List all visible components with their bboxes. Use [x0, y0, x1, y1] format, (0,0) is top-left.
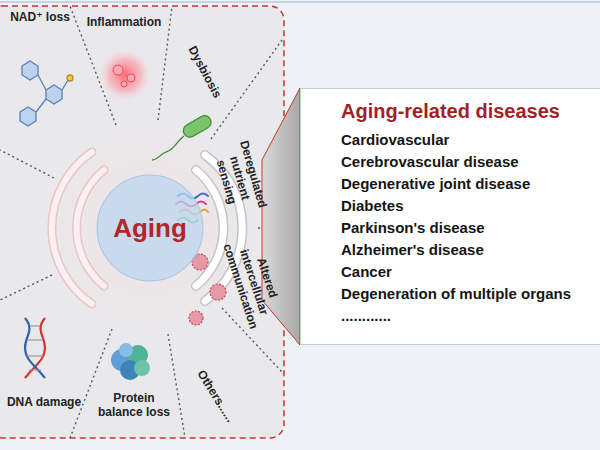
disease-list-box: Aging-related diseasesCardiovascularCere…: [300, 88, 600, 345]
hallmark-panel: [0, 6, 284, 438]
bond: [38, 75, 46, 90]
ring: [20, 107, 36, 126]
divider-line: [0, 150, 54, 178]
base-pair: [27, 339, 43, 340]
base-pair: [29, 369, 41, 370]
protein-lobe: [119, 343, 133, 357]
ring: [22, 61, 38, 80]
dna-helix: [25, 318, 45, 378]
list-heading: Aging-related diseases: [341, 97, 600, 125]
divider-line: [168, 334, 185, 438]
circle-shape: [97, 175, 203, 281]
list-item: Parkinson's disease: [341, 217, 600, 239]
er-arc: [52, 152, 92, 304]
divider-line: [0, 275, 52, 300]
dna-strand: [25, 318, 45, 378]
hallmark-label: Protein balance loss: [93, 391, 175, 419]
center-title: Aging: [113, 213, 187, 244]
sector-dividers: [0, 6, 284, 438]
bacterium-icon: [152, 113, 213, 160]
organelle-arcs: [52, 152, 243, 304]
hallmark-label: NAD⁺ loss: [10, 10, 70, 24]
cell-dot: [121, 81, 127, 87]
cell-dot: [113, 65, 123, 75]
molecule-icon: [20, 61, 73, 126]
bond: [62, 80, 68, 90]
divider-line: [70, 329, 112, 438]
inflammation-cells: [113, 65, 135, 87]
list-item: Cerebrovascular disease: [341, 151, 600, 173]
list-item: ............: [341, 305, 600, 327]
bacterium-body: [181, 113, 213, 139]
list-item: Cancer: [341, 261, 600, 283]
bond: [36, 99, 46, 112]
list-item: Cardiovascular: [341, 129, 600, 151]
protein-icon: [111, 343, 150, 380]
inflammation-blob: [99, 49, 151, 101]
er-arc: [52, 152, 92, 304]
cell-dot: [127, 74, 135, 82]
ring: [46, 85, 62, 104]
vesicle: [210, 284, 226, 300]
aging-circle: Aging: [96, 174, 204, 282]
frame-line: [0, 1, 600, 3]
protein-lobe: [134, 360, 150, 376]
list-item: Degeneration of multiple organs: [341, 283, 600, 305]
base-pair: [27, 355, 43, 356]
dna-strand: [25, 318, 45, 378]
hallmark-label: Inflammation: [87, 15, 162, 29]
hallmark-label: DNA damage: [7, 395, 81, 409]
base-pair: [30, 325, 40, 326]
vesicle-icons: [189, 254, 226, 325]
list-item: Alzheimer's disease: [341, 239, 600, 261]
flagellum: [152, 136, 184, 160]
list-item: Diabetes: [341, 195, 600, 217]
vesicle: [189, 311, 203, 325]
list-item: Degenerative joint disease: [341, 173, 600, 195]
